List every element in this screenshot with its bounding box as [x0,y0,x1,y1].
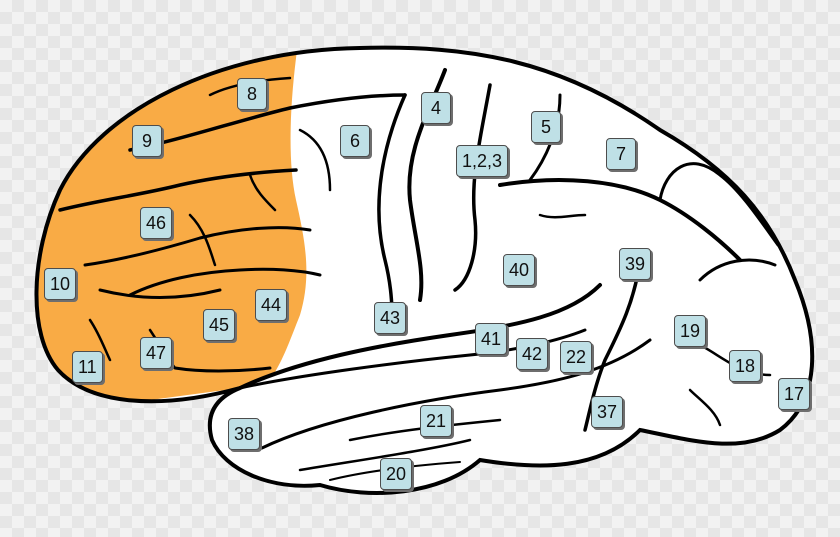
area-label-39: 39 [619,248,652,280]
area-label-47: 47 [140,337,173,369]
area-label-44: 44 [255,289,288,321]
area-label-19: 19 [674,315,707,347]
area-label-6: 6 [340,125,370,157]
area-label-22: 22 [560,341,593,373]
brain-border [34,45,815,495]
area-label-21: 21 [420,405,453,437]
area-label-38: 38 [228,418,261,450]
area-label-11: 11 [72,351,103,383]
area-label-37: 37 [591,396,624,428]
area-label-7: 7 [606,138,636,170]
area-label-42: 42 [516,338,549,370]
area-label-5: 5 [531,111,561,143]
area-label-17: 17 [778,378,811,410]
area-label-40: 40 [503,254,536,286]
area-label-41: 41 [475,323,508,355]
area-label-45: 45 [203,309,236,341]
area-label-10: 10 [44,268,77,300]
area-label-20: 20 [380,458,413,490]
area-label-43: 43 [374,302,407,334]
area-label-8: 8 [237,78,267,110]
area-label-18: 18 [729,350,762,382]
area-label-9: 9 [132,125,162,157]
area-label-1-2-3: 1,2,3 [456,145,509,177]
area-label-46: 46 [140,207,173,239]
area-label-4: 4 [421,92,451,124]
